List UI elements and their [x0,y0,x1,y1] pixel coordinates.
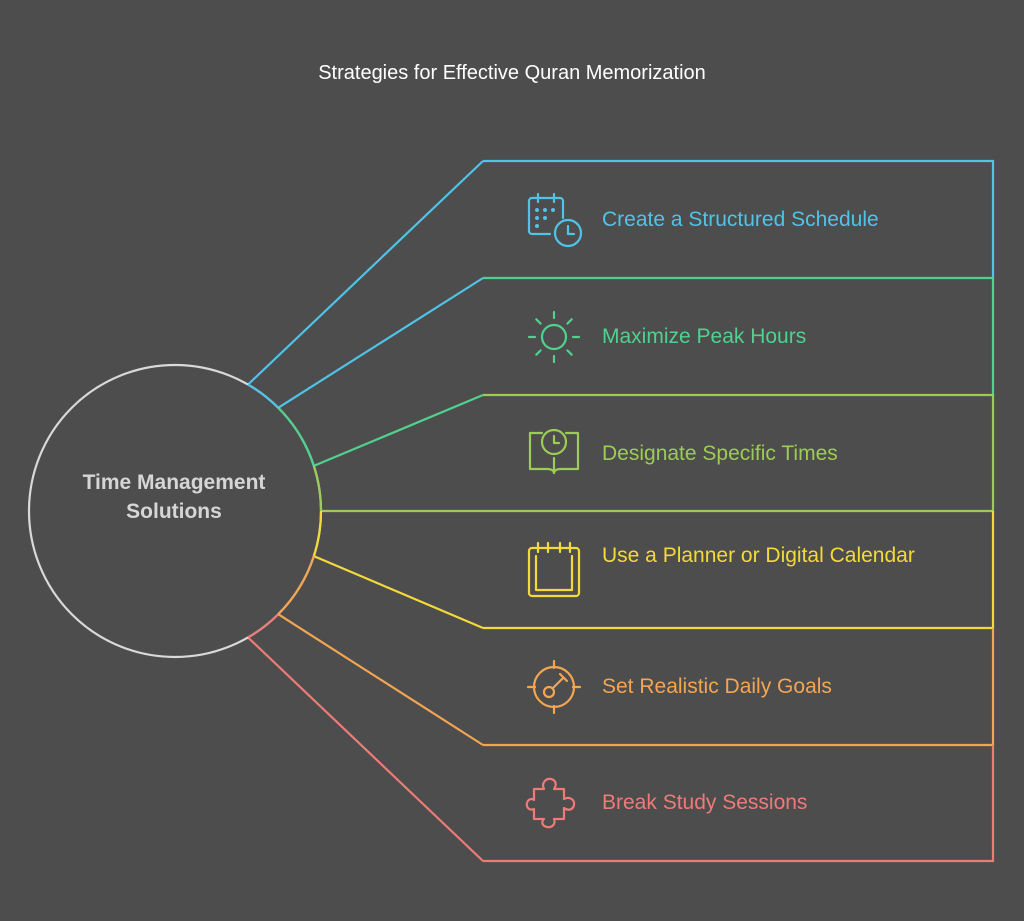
strategy-label-daily-goals: Set Realistic Daily Goals [602,675,832,698]
connector-line-5 [313,555,484,630]
hub-arc-segment-1 [247,383,280,409]
strategy-box-2 [483,276,995,395]
connector-line-3 [313,393,484,467]
connector-line-7 [247,636,484,862]
book-clock-icon [524,424,584,484]
puzzle-icon [524,773,584,833]
strategy-label-study-sessions: Break Study Sessions [602,791,808,814]
strategy-label-peak-hours: Maximize Peak Hours [602,325,807,348]
strategy-label-structured-schedule: Create a Structured Schedule [602,208,879,231]
connector-line-6 [277,613,484,746]
hub-arc-segment-2 [277,406,315,467]
strategy-box-1 [483,159,995,278]
planner-icon [524,540,584,600]
hub-arc-segment-4 [312,510,323,557]
hub-arc-segment-3 [312,465,323,512]
strategy-label-planner: Use a Planner or Digital Calendar [602,544,915,567]
connector-line-2 [277,277,484,409]
strategy-box-6 [483,745,995,863]
calendar-clock-icon [524,190,584,250]
strategy-box-3 [483,393,995,511]
sun-icon [524,307,584,367]
strategy-label-specific-times: Designate Specific Times [602,442,838,465]
connector-line-1 [247,160,484,386]
target-icon [524,657,584,717]
diagram-title: Strategies for Effective Quran Memorizat… [318,62,706,84]
hub-label: Time Management Solutions [82,471,266,523]
hub-arc-segment-5 [277,555,315,616]
hub-arc-segment-6 [247,613,280,639]
